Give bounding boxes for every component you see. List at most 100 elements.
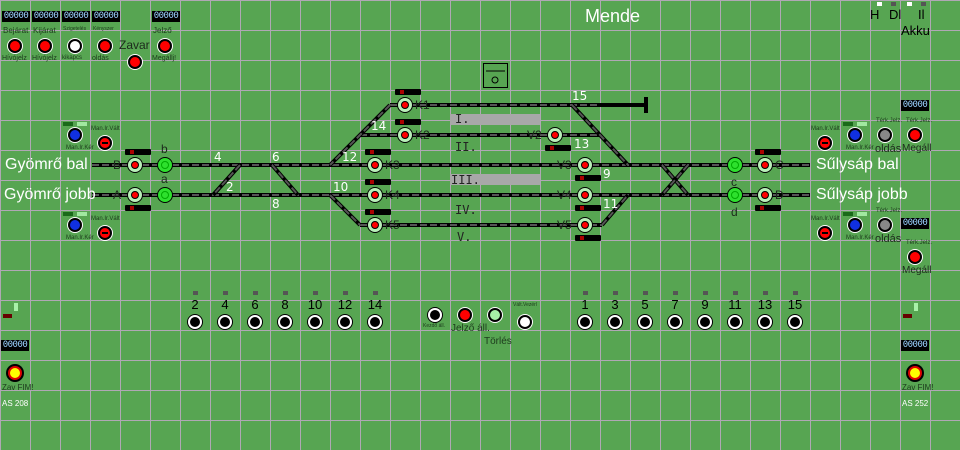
right-bottom-man-ir-ker-button[interactable] — [848, 218, 862, 232]
left-bottom-man-ir-ker-button[interactable] — [68, 218, 82, 232]
signal-label: V5 — [557, 218, 572, 232]
left-bottom-man-ir-valt-button[interactable] — [98, 226, 112, 240]
switch-button-14[interactable] — [368, 315, 382, 329]
signal-V5[interactable] — [577, 217, 593, 233]
indicator — [673, 291, 678, 295]
right-counter: 00000 — [901, 218, 929, 229]
top-button-1[interactable] — [38, 39, 52, 53]
switch-button-8[interactable] — [278, 315, 292, 329]
signal-label: B — [113, 158, 122, 172]
switch-button-13[interactable] — [758, 315, 772, 329]
switch-11-diag — [601, 194, 629, 226]
signal-D[interactable] — [757, 187, 773, 203]
signal-c[interactable] — [727, 157, 743, 173]
arrow-icon — [77, 122, 87, 126]
megall-label: Megáll — [902, 143, 932, 154]
signal-A[interactable] — [127, 187, 143, 203]
as-label: AS 208 — [2, 399, 29, 408]
signal-V3[interactable] — [577, 157, 593, 173]
arrow-icon — [857, 212, 867, 216]
signal-label: D — [775, 188, 784, 202]
switch-button-6[interactable] — [248, 315, 262, 329]
indicator — [283, 291, 288, 295]
left-top-man-ir-ker-button[interactable] — [68, 128, 82, 142]
signal-V4[interactable] — [577, 187, 593, 203]
signal-label: c — [731, 175, 737, 189]
switch-button-9[interactable] — [698, 315, 712, 329]
signal-label: a — [161, 172, 168, 186]
signal-b[interactable] — [157, 157, 173, 173]
megall-button-top[interactable] — [908, 128, 922, 142]
status-H: H — [870, 7, 880, 22]
megall-button-bottom[interactable] — [908, 250, 922, 264]
signal-K1[interactable] — [397, 97, 413, 113]
switch-button-5[interactable] — [638, 315, 652, 329]
switch-button-4[interactable] — [218, 315, 232, 329]
signal-label: A — [113, 188, 122, 202]
right-bottom-man-ir-valt-button[interactable] — [818, 226, 832, 240]
control-button-1[interactable] — [458, 308, 472, 322]
zav-fim-label: Zav FIM! — [902, 383, 934, 392]
control-button-0[interactable] — [428, 308, 442, 322]
signal-label: K2 — [415, 128, 430, 142]
top-counter: 00000 — [32, 11, 60, 22]
top-button-3[interactable] — [98, 39, 112, 53]
signal-C[interactable] — [757, 157, 773, 173]
line-label-sulysap-bal: Sűlysáp bal — [816, 156, 899, 173]
switch-button-label: 10 — [307, 297, 323, 312]
switch-button-10[interactable] — [308, 315, 322, 329]
signal-mast-icon — [575, 235, 601, 241]
arrow-icon — [63, 122, 73, 126]
zavar-button[interactable] — [128, 55, 142, 69]
switch-button-11[interactable] — [728, 315, 742, 329]
top-counter: 00000 — [92, 11, 120, 22]
switch-button-12[interactable] — [338, 315, 352, 329]
platform-block — [450, 114, 540, 125]
signal-B[interactable] — [127, 157, 143, 173]
terk-jelz-label: Térk.Jelz. — [906, 240, 933, 246]
control-button-label: Jelző áll. — [451, 323, 490, 334]
right-top-man-ir-valt-button[interactable] — [818, 136, 832, 150]
left-top-man-ir-valt-button[interactable] — [98, 136, 112, 150]
top-button-2[interactable] — [68, 39, 82, 53]
signal-K3[interactable] — [367, 157, 383, 173]
indicator — [733, 291, 738, 295]
bottom_left-zav-fim-button[interactable] — [8, 366, 22, 380]
indicator — [583, 291, 588, 295]
top-button-5[interactable] — [158, 39, 172, 53]
switch-button-2[interactable] — [188, 315, 202, 329]
switch-15-9-diag — [571, 104, 629, 166]
top-button-0[interactable] — [8, 39, 22, 53]
signal-V2[interactable] — [547, 127, 563, 143]
right-top-man-ir-ker-button[interactable] — [848, 128, 862, 142]
switch-button-3[interactable] — [608, 315, 622, 329]
switch-number: 4 — [214, 150, 222, 164]
signal-label: C — [775, 158, 784, 172]
top-button-sublabel: Hívójelz — [2, 55, 27, 62]
signal-mast-icon — [365, 149, 391, 155]
switch-button-1[interactable] — [578, 315, 592, 329]
switch-number: 10 — [333, 180, 349, 194]
station-title: Mende — [585, 6, 641, 26]
bottom_right-counter: 00000 — [901, 340, 929, 351]
indicator — [193, 291, 198, 295]
control-button-3[interactable] — [518, 315, 532, 329]
man-ir-valt-label: Man.Ir.Vált — [811, 216, 840, 222]
oldas-button-top[interactable] — [878, 128, 892, 142]
bottom_right-zav-fim-button[interactable] — [908, 366, 922, 380]
switch-button-15[interactable] — [788, 315, 802, 329]
oldas-button-bottom[interactable] — [878, 218, 892, 232]
signal-d[interactable] — [727, 187, 743, 203]
signal-a[interactable] — [157, 187, 173, 203]
man-ir-ker-label: Man.Ir.Kér — [846, 145, 874, 151]
fault-indicator — [3, 314, 12, 318]
indicator — [373, 291, 378, 295]
bottom_left-counter: 00000 — [1, 340, 29, 351]
switch-button-7[interactable] — [668, 315, 682, 329]
control-button-2[interactable] — [488, 308, 502, 322]
signal-mast-icon — [365, 209, 391, 215]
signal-K2[interactable] — [397, 127, 413, 143]
signal-K5[interactable] — [367, 217, 383, 233]
signal-K4[interactable] — [367, 187, 383, 203]
control-button-label: Kezdő áll. — [423, 323, 445, 329]
